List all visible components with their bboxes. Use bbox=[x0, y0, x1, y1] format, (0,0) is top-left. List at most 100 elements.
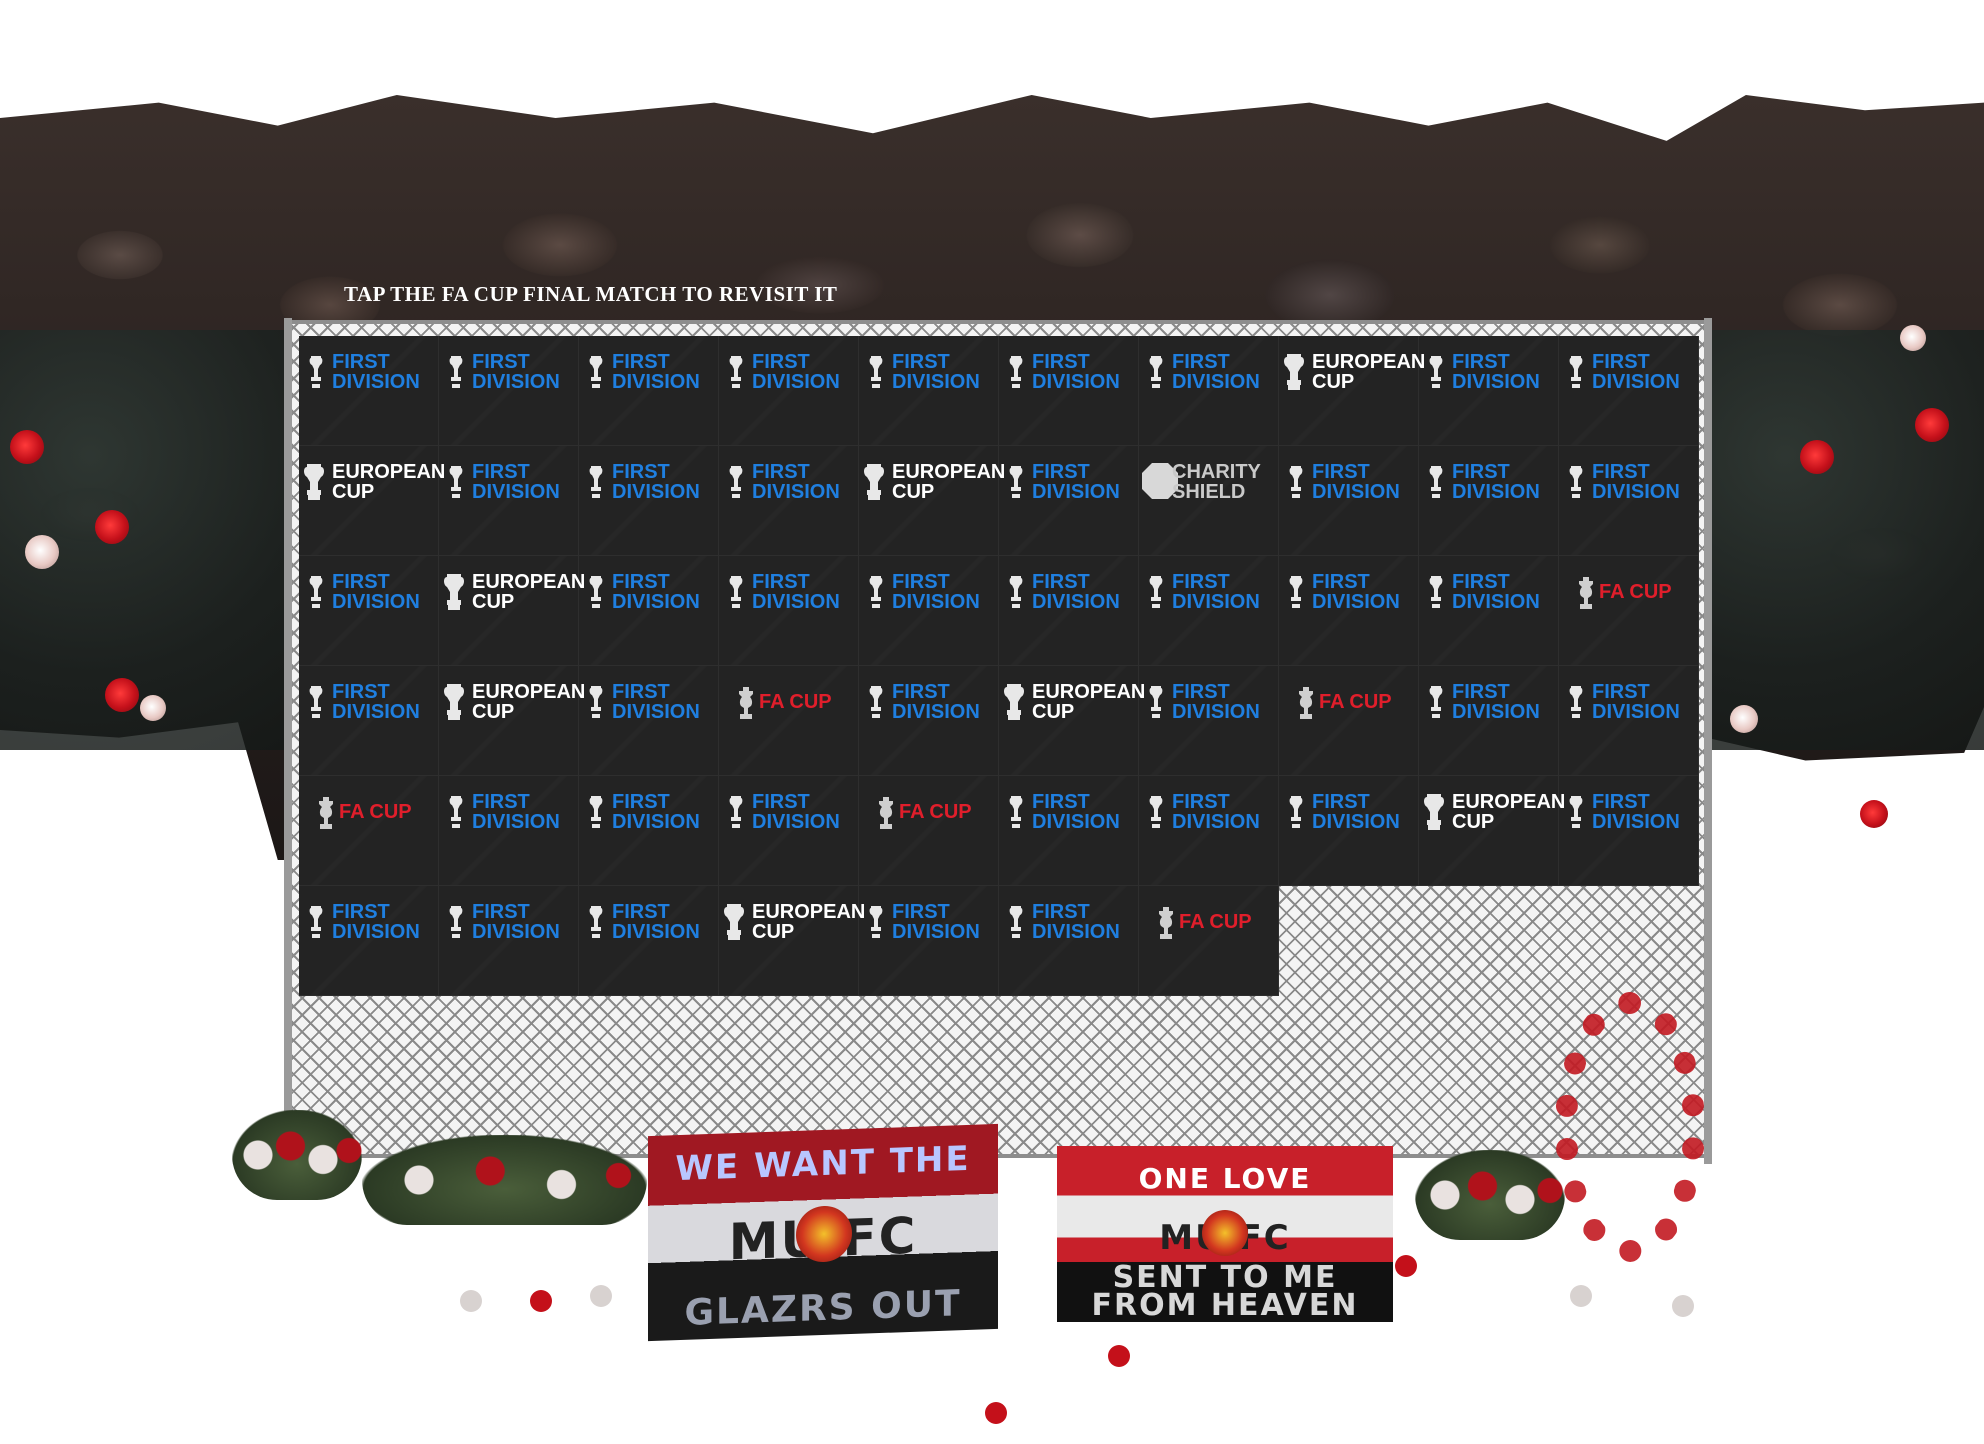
european-cup-icon bbox=[1283, 352, 1305, 390]
european-cup-icon bbox=[303, 462, 325, 500]
match-tile-fa-cup[interactable]: FA CUP bbox=[299, 776, 439, 886]
flower-bouquet bbox=[1415, 1150, 1565, 1240]
match-tile-label-line: DIVISION bbox=[612, 371, 700, 393]
first-division-trophy-icon bbox=[729, 464, 743, 498]
match-tile-label-line: FIRST bbox=[472, 791, 530, 813]
match-tile-label-line: DIVISION bbox=[472, 921, 560, 943]
match-tile-label-line: FIRST bbox=[332, 351, 390, 373]
match-tile-label-line: DIVISION bbox=[1592, 481, 1680, 503]
match-tile-label-line: FIRST bbox=[752, 791, 810, 813]
match-tile-fa-cup[interactable]: FA CUP bbox=[859, 776, 999, 886]
match-tile-label-line: FIRST bbox=[1452, 571, 1510, 593]
first-division-trophy-icon bbox=[1429, 574, 1443, 608]
match-tile-label-line: FIRST bbox=[332, 571, 390, 593]
banner-one-love: ONE LOVE MU FC SENT TO ME FROM HEAVEN bbox=[1057, 1146, 1393, 1322]
match-tile-fa-cup[interactable]: FA CUP bbox=[1279, 666, 1419, 776]
first-division-trophy-icon bbox=[869, 574, 883, 608]
match-tile-fa-cup[interactable]: FA CUP bbox=[1559, 556, 1699, 666]
fa-cup-icon bbox=[1155, 906, 1177, 942]
match-tile-label-line: FA CUP bbox=[899, 801, 972, 823]
match-tile-label-line: FIRST bbox=[892, 571, 950, 593]
rose-decoration bbox=[1900, 325, 1926, 351]
first-division-trophy-icon bbox=[1009, 464, 1023, 498]
match-tile-label-line: CUP bbox=[472, 701, 515, 723]
first-division-trophy-icon bbox=[1289, 794, 1303, 828]
match-tile-label-line: FIRST bbox=[612, 901, 670, 923]
match-tile-label-line: FIRST bbox=[1312, 461, 1370, 483]
match-tile-label-line: FIRST bbox=[612, 791, 670, 813]
banner-we-want-the-mufc: WE WANT THE MU FC GLAZRS OUT bbox=[648, 1123, 998, 1342]
match-tile-label-line: FIRST bbox=[892, 351, 950, 373]
match-tile-fa-cup[interactable]: FA CUP bbox=[719, 666, 859, 776]
match-tile-fa-cup[interactable]: FA CUP bbox=[1139, 886, 1279, 996]
match-tile-label-line: DIVISION bbox=[332, 591, 420, 613]
first-division-trophy-icon bbox=[589, 354, 603, 388]
match-tile-label-line: FA CUP bbox=[1599, 581, 1672, 603]
first-division-trophy-icon bbox=[1009, 904, 1023, 938]
match-tile-label-line: DIVISION bbox=[1172, 371, 1260, 393]
match-tile-label-line: FA CUP bbox=[339, 801, 412, 823]
first-division-trophy-icon bbox=[1149, 684, 1163, 718]
